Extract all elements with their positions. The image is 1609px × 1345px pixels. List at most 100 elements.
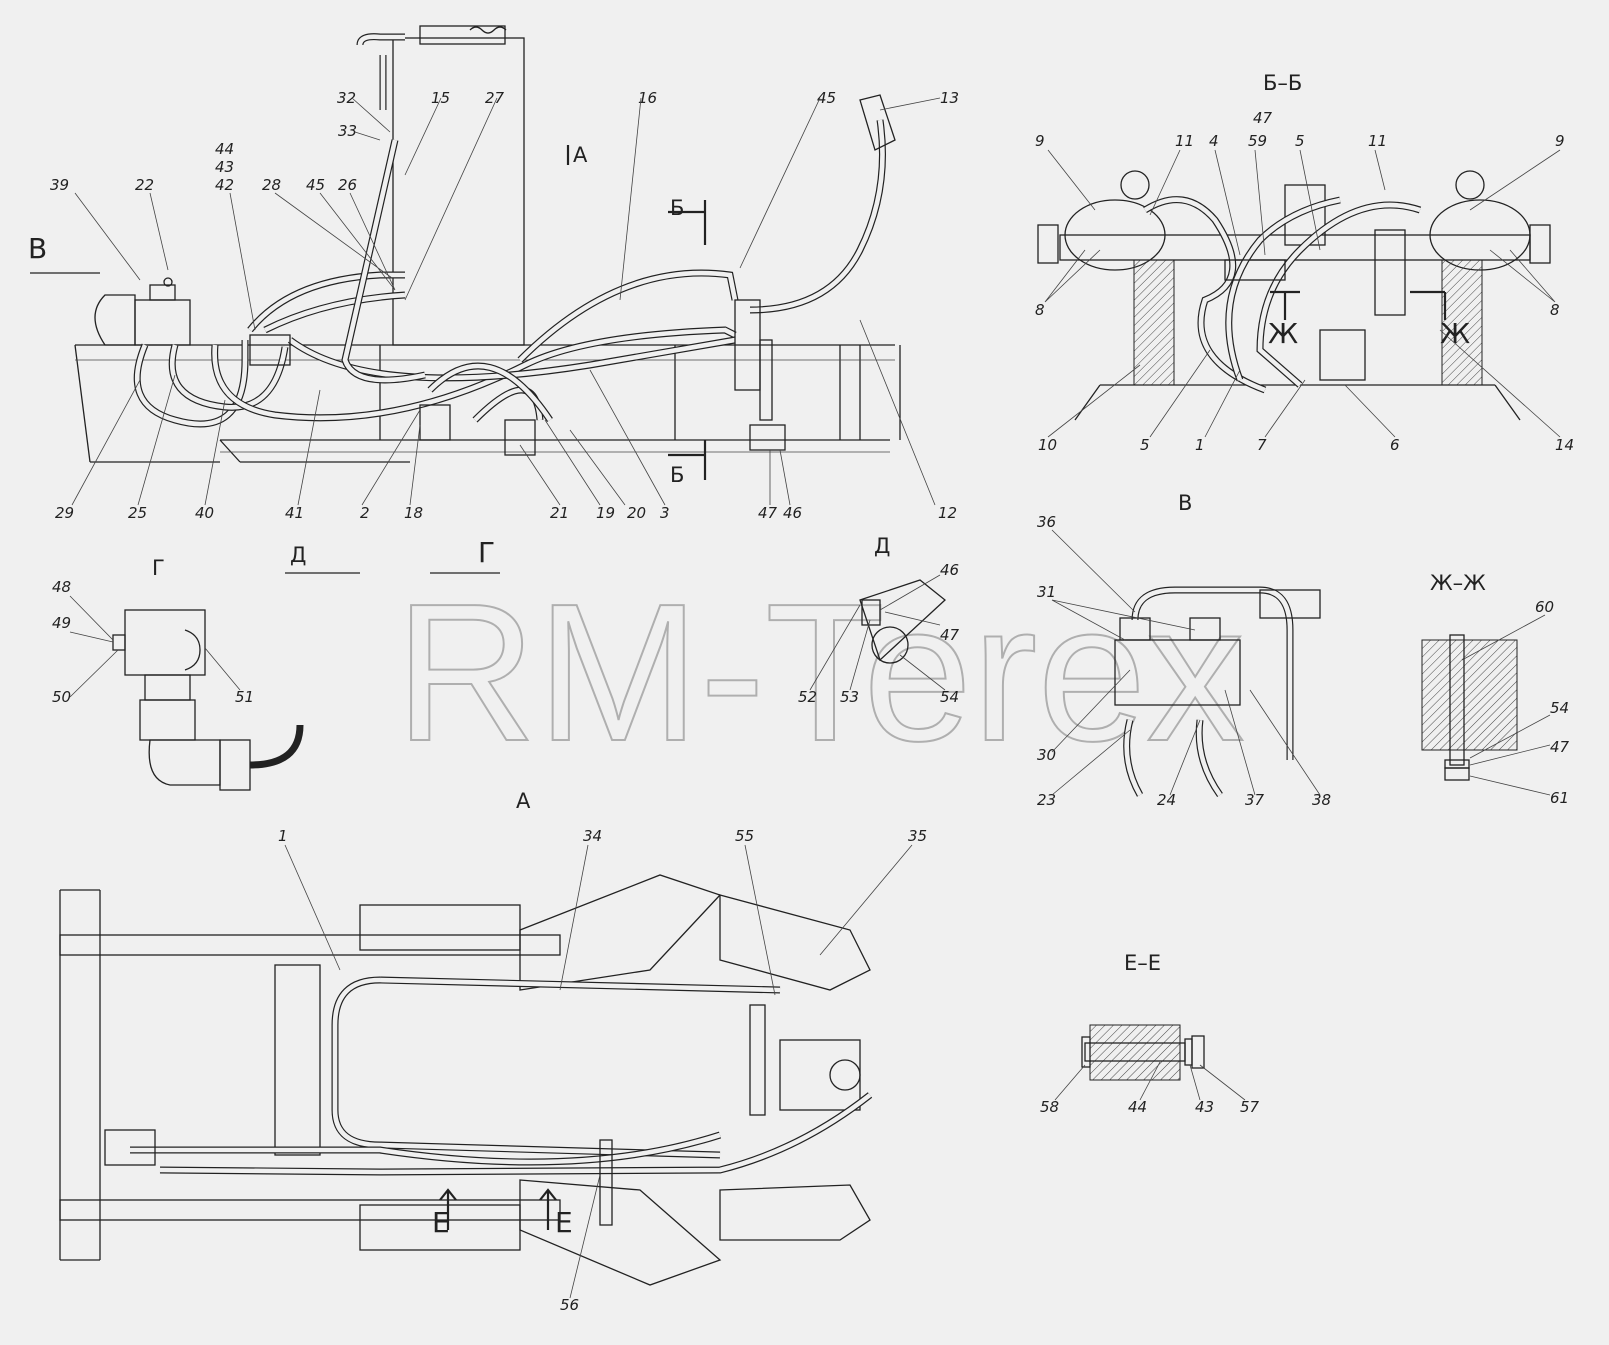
callout-number: 34 xyxy=(583,827,602,845)
callout-number: 45 xyxy=(817,89,836,107)
callout-number: 40 xyxy=(195,504,214,522)
callout-number: 12 xyxy=(938,504,957,522)
callout-number: 29 xyxy=(55,504,74,522)
callout-number: 3 xyxy=(660,504,670,522)
callout-number: 35 xyxy=(908,827,927,845)
callout-number: 28 xyxy=(262,176,281,194)
callout-number: 46 xyxy=(783,504,802,522)
callout-number: 43 xyxy=(1195,1098,1214,1116)
section-zhzh xyxy=(1421,634,1518,781)
callout-number: 7 xyxy=(1257,436,1267,454)
callout-number: 22 xyxy=(135,176,154,194)
callout-number: 51 xyxy=(235,688,254,706)
view-v xyxy=(1114,586,1321,798)
callout-number: 26 xyxy=(338,176,357,194)
callout-number: 52 xyxy=(798,688,817,706)
main-callouts: 32 15 27 33 44 43 42 39 22 28 45 26 16 4… xyxy=(50,89,959,522)
callout-number: 43 xyxy=(215,158,234,176)
callout-number: 20 xyxy=(627,504,646,522)
callout-number: 48 xyxy=(52,578,71,596)
callout-number: 8 xyxy=(1550,301,1560,319)
callout-number: 31 xyxy=(1037,583,1056,601)
callout-number: 23 xyxy=(1037,791,1056,809)
callout-number: 38 xyxy=(1312,791,1331,809)
callout-number: 55 xyxy=(735,827,754,845)
callout-number: 53 xyxy=(840,688,859,706)
cut-g-label: Г xyxy=(478,536,495,569)
callout-number: 25 xyxy=(128,504,147,522)
main-leaders xyxy=(71,97,941,506)
view-a xyxy=(59,874,873,1286)
arrow-b-top-label: Б xyxy=(670,196,684,220)
callout-number: 47 xyxy=(1253,109,1273,127)
callout-number: 9 xyxy=(1035,132,1045,150)
callout-number: 47 xyxy=(1550,738,1570,756)
callout-number: 46 xyxy=(940,561,959,579)
callout-number: 36 xyxy=(1037,513,1056,531)
zh-right-label: Ж xyxy=(1440,317,1470,350)
callout-number: 5 xyxy=(1140,436,1150,454)
callout-number: 27 xyxy=(485,89,505,107)
callout-number: 60 xyxy=(1535,598,1554,616)
ee-callouts: 58 44 43 57 xyxy=(1040,1098,1260,1116)
callout-number: 10 xyxy=(1038,436,1057,454)
callout-number: 6 xyxy=(1390,436,1400,454)
view-v-title: В xyxy=(1178,491,1192,515)
zh-left-label: Ж xyxy=(1268,317,1298,350)
e-left-label: Е xyxy=(432,1206,450,1239)
callout-number: 41 xyxy=(285,504,304,522)
view-g-title: Г xyxy=(152,556,165,580)
callout-number: 11 xyxy=(1175,132,1194,150)
callout-number: 14 xyxy=(1555,436,1574,454)
callout-number: 58 xyxy=(1040,1098,1059,1116)
callout-number: 57 xyxy=(1240,1098,1260,1116)
view-g xyxy=(112,609,304,791)
view-a-title: А xyxy=(516,789,531,813)
section-bb-title: Б–Б xyxy=(1263,71,1302,95)
callout-number: 2 xyxy=(360,504,370,522)
callout-number: 49 xyxy=(52,614,71,632)
callout-number: 16 xyxy=(638,89,657,107)
v-callouts: 36 31 30 23 24 37 38 xyxy=(1037,513,1331,809)
callout-number: 11 xyxy=(1368,132,1387,150)
callout-number: 42 xyxy=(215,176,234,194)
callout-number: 47 xyxy=(758,504,778,522)
callout-number: 21 xyxy=(550,504,569,522)
callout-number: 44 xyxy=(215,140,234,158)
section-ee-title: Е–Е xyxy=(1124,951,1161,975)
zhzh-callouts: 60 54 47 61 xyxy=(1535,598,1570,807)
callout-number: 54 xyxy=(940,688,959,706)
callout-number: 54 xyxy=(1550,699,1569,717)
callout-number: 5 xyxy=(1295,132,1305,150)
callout-number: 15 xyxy=(431,89,450,107)
callout-number: 18 xyxy=(404,504,423,522)
callout-number: 50 xyxy=(52,688,71,706)
view-d xyxy=(859,579,946,664)
callout-number: 32 xyxy=(337,89,356,107)
view-b-label: В xyxy=(28,232,47,265)
watermark: RM-Terex xyxy=(395,563,1244,782)
section-zhzh-title: Ж–Ж xyxy=(1430,571,1486,595)
callout-number: 39 xyxy=(50,176,69,194)
callout-number: 33 xyxy=(338,122,357,140)
callout-number: 45 xyxy=(306,176,325,194)
callout-number: 19 xyxy=(596,504,615,522)
callout-number: 1 xyxy=(1195,436,1205,454)
callout-number: 30 xyxy=(1037,746,1056,764)
callout-number: 61 xyxy=(1550,789,1569,807)
section-bb xyxy=(1037,170,1551,421)
cut-d-label: Д xyxy=(290,543,306,567)
g-callouts: 48 49 50 51 xyxy=(52,578,254,706)
view-d-title: Д xyxy=(874,534,890,558)
e-right-label: Е xyxy=(555,1206,573,1239)
callout-number: 13 xyxy=(940,89,959,107)
main-side-view xyxy=(30,25,901,574)
arrow-b-bottom-label: Б xyxy=(670,463,684,487)
callout-number: 37 xyxy=(1245,791,1265,809)
callout-number: 1 xyxy=(278,827,288,845)
callout-number: 4 xyxy=(1209,132,1219,150)
d-callouts: 46 47 52 53 54 xyxy=(798,561,960,706)
callout-number: 56 xyxy=(560,1296,579,1314)
